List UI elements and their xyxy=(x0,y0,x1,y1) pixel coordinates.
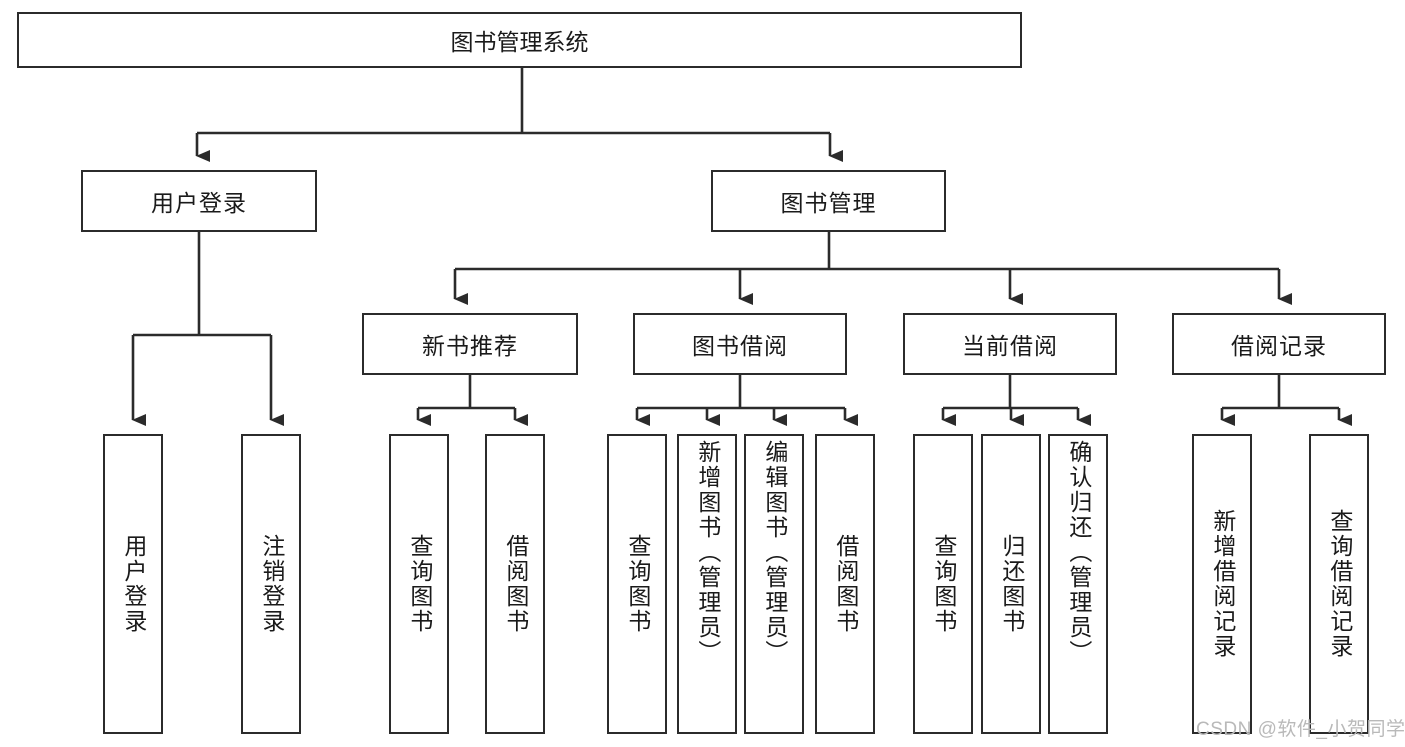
leaf-confirm-return-admin[interactable]: 确认归还（管理员） xyxy=(1048,434,1108,734)
leaf-user-login-label: 用户登录 xyxy=(120,534,147,634)
leaf-add-book-admin-label: 新增图书（管理员） xyxy=(694,440,721,665)
node-user-login-label: 用户登录 xyxy=(151,190,247,216)
node-book-management[interactable]: 图书管理 xyxy=(711,170,946,232)
leaf-user-login[interactable]: 用户登录 xyxy=(103,434,163,734)
leaf-add-borrow-record-label: 新增借阅记录 xyxy=(1209,509,1236,659)
leaf-borrow-book-rec-label: 借阅图书 xyxy=(502,534,529,634)
leaf-edit-book-admin[interactable]: 编辑图书（管理员） xyxy=(744,434,804,734)
leaf-query-book-rec-label: 查询图书 xyxy=(406,534,433,634)
csdn-watermark: CSDN @软件_小贺同学 xyxy=(1196,719,1405,740)
node-book-management-label: 图书管理 xyxy=(780,190,877,216)
leaf-confirm-return-admin-label: 确认归还（管理员） xyxy=(1065,440,1092,665)
node-new-book-recommend[interactable]: 新书推荐 xyxy=(362,313,578,375)
leaf-query-book-borrow[interactable]: 查询图书 xyxy=(607,434,667,734)
leaf-query-book-borrow-label: 查询图书 xyxy=(624,534,651,634)
leaf-logout[interactable]: 注销登录 xyxy=(241,434,301,734)
leaf-add-book-admin[interactable]: 新增图书（管理员） xyxy=(677,434,737,734)
node-book-borrow-label: 图书借阅 xyxy=(692,333,788,359)
node-new-book-recommend-label: 新书推荐 xyxy=(422,333,518,359)
node-borrow-record-label: 借阅记录 xyxy=(1231,333,1327,359)
leaf-query-book-current[interactable]: 查询图书 xyxy=(913,434,973,734)
node-root-label: 图书管理系统 xyxy=(450,29,589,55)
leaf-borrow-book-label: 借阅图书 xyxy=(832,534,859,634)
leaf-query-borrow-record-label: 查询借阅记录 xyxy=(1326,509,1353,659)
leaf-query-book-rec[interactable]: 查询图书 xyxy=(389,434,449,734)
leaf-add-borrow-record[interactable]: 新增借阅记录 xyxy=(1192,434,1252,734)
node-root[interactable]: 图书管理系统 xyxy=(17,12,1022,68)
node-book-borrow[interactable]: 图书借阅 xyxy=(633,313,847,375)
leaf-borrow-book-rec[interactable]: 借阅图书 xyxy=(485,434,545,734)
leaf-query-book-current-label: 查询图书 xyxy=(930,534,957,634)
node-current-borrow[interactable]: 当前借阅 xyxy=(903,313,1117,375)
node-user-login[interactable]: 用户登录 xyxy=(81,170,317,232)
leaf-edit-book-admin-label: 编辑图书（管理员） xyxy=(761,440,788,665)
leaf-borrow-book[interactable]: 借阅图书 xyxy=(815,434,875,734)
leaf-return-book[interactable]: 归还图书 xyxy=(981,434,1041,734)
leaf-logout-label: 注销登录 xyxy=(258,534,285,634)
leaf-return-book-label: 归还图书 xyxy=(998,534,1025,634)
node-current-borrow-label: 当前借阅 xyxy=(962,333,1058,359)
leaf-query-borrow-record[interactable]: 查询借阅记录 xyxy=(1309,434,1369,734)
node-borrow-record[interactable]: 借阅记录 xyxy=(1172,313,1386,375)
